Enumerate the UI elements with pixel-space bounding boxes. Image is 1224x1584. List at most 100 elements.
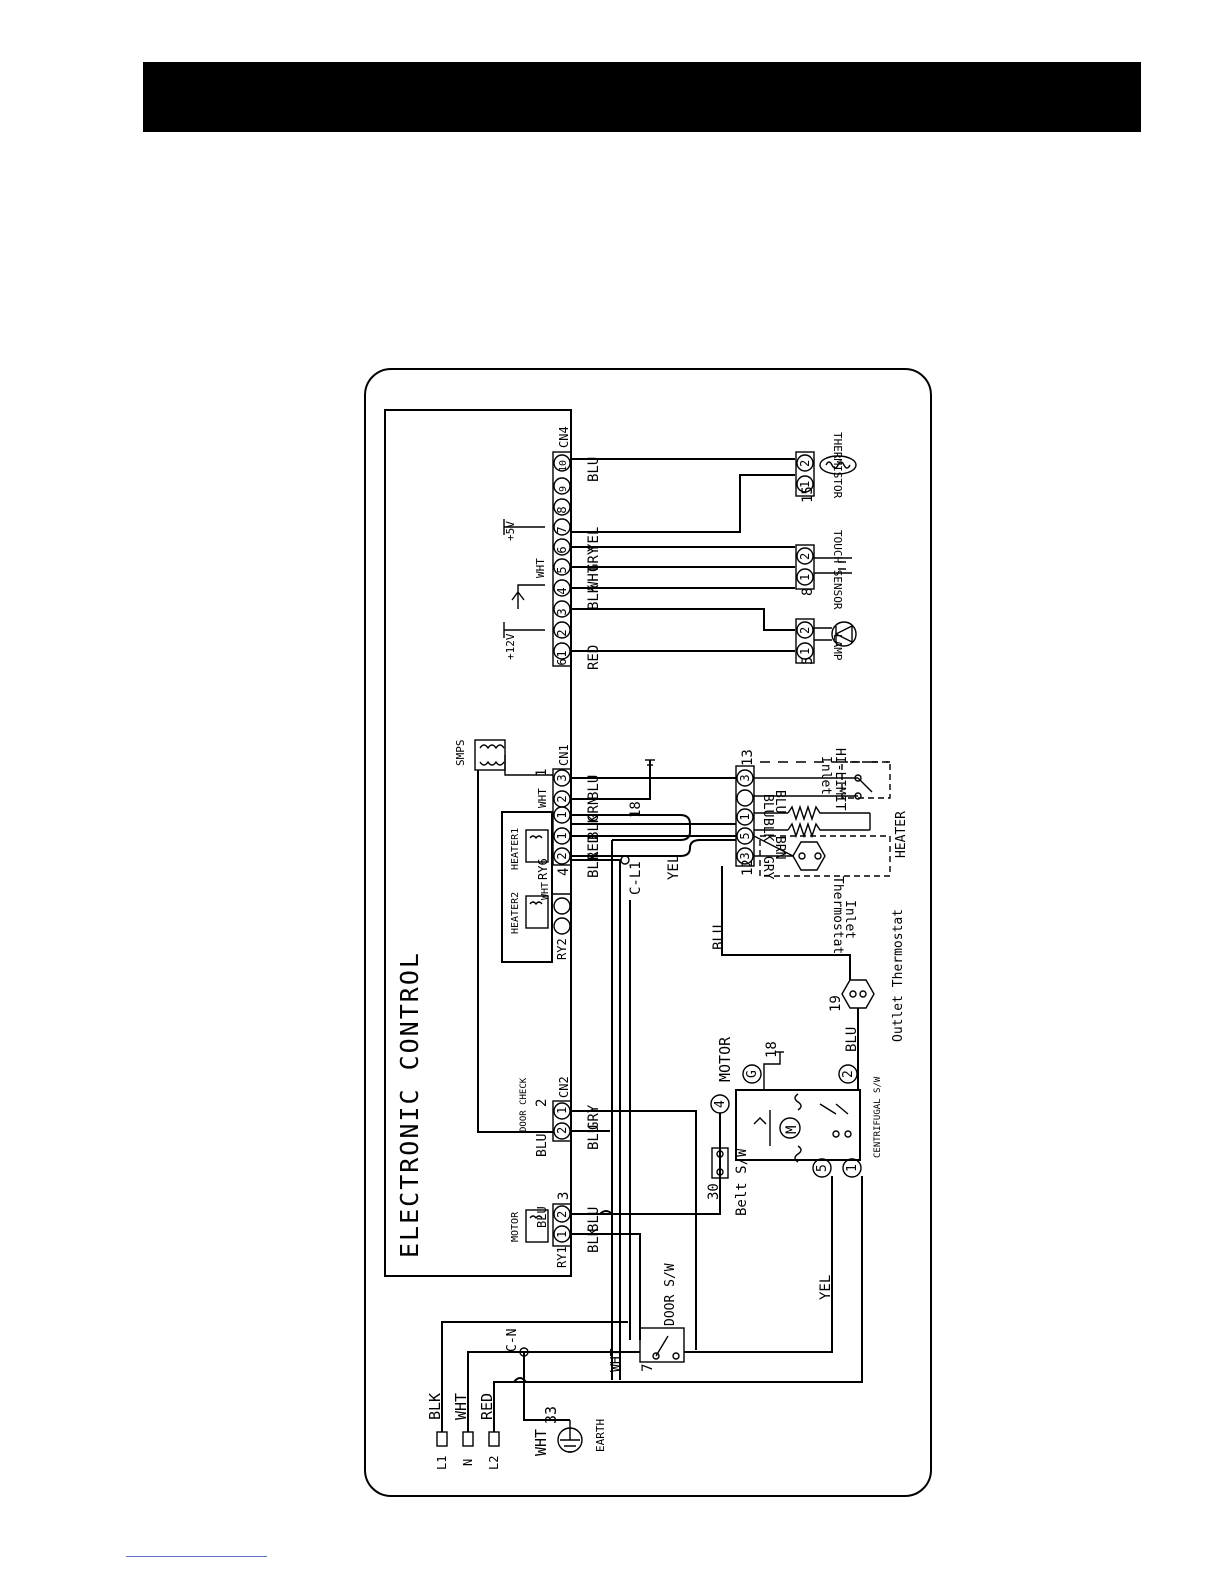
svg-text:2: 2 [798, 627, 812, 634]
mains-terminals [436, 1431, 500, 1447]
thermostat-inlet-label: Inlet [842, 900, 857, 939]
cn2-blu-side-label: BLU [535, 1134, 550, 1157]
heater-terminal-block: 3 5 1 3 13 12 [735, 749, 756, 876]
svg-text:2: 2 [555, 1127, 569, 1134]
thermistor-icon [819, 455, 857, 475]
wire-gry-label: GRY [586, 546, 602, 572]
earth-wht-label: WHT [532, 1429, 550, 1456]
svg-text:6: 6 [555, 658, 569, 665]
footer-link-underline [126, 1556, 267, 1557]
svg-text:4: 4 [555, 587, 569, 594]
motor-yel-label: YEL [818, 1275, 834, 1300]
svg-text:9: 9 [558, 486, 569, 492]
svg-text:DOOR S/W: DOOR S/W [663, 1263, 678, 1326]
svg-text:4: 4 [713, 1100, 728, 1108]
heater2-relay: HEATER2 [510, 892, 549, 934]
svg-text:3: 3 [555, 774, 569, 781]
thermistor-label: THERMISTOR [831, 432, 844, 499]
earth-icon [557, 1420, 583, 1453]
cn4-wht-label: WHT [534, 558, 547, 578]
svg-text:1: 1 [845, 1164, 860, 1172]
motor-block [735, 1089, 861, 1161]
svg-text:1: 1 [555, 832, 569, 839]
centrifugal-sw-label: CENTRIFUGAL S/W [873, 1076, 883, 1158]
svg-text:1: 1 [555, 650, 569, 657]
svg-text:5: 5 [738, 832, 752, 839]
ry1-wire-blk-label: BLK [586, 1227, 602, 1253]
door-switch: DOOR S/W 7 [639, 1263, 685, 1372]
inlet-thermostat [753, 835, 891, 877]
terminal-n-label: N [461, 1459, 475, 1466]
lamp-label: LAMP [831, 634, 844, 661]
diagram-frame [364, 368, 932, 1497]
outlet-19-label: 19 [828, 995, 844, 1012]
heater-label: HEATER [894, 811, 909, 858]
wire-red-label: RED [586, 645, 602, 670]
svg-text:2: 2 [555, 852, 569, 859]
earth-33-label: 33 [542, 1406, 560, 1424]
lamp-icon [814, 621, 857, 647]
cn1-grn-label: GRN [586, 797, 602, 822]
svg-text:1: 1 [798, 648, 812, 655]
h-gry-label: GRY [760, 856, 775, 880]
cn1-blk-label: BLK [586, 814, 602, 840]
touch-sensor-connector: 1 2 8 [795, 544, 816, 596]
svg-text:1: 1 [798, 481, 812, 488]
svg-text:MOTOR: MOTOR [510, 1211, 521, 1242]
cn1-blk2-label: BLK [586, 852, 602, 878]
ry6-wht-label: WHT [540, 882, 551, 900]
smps-block: SMPS [454, 739, 506, 771]
svg-text:2: 2 [798, 460, 812, 467]
wire-yel-label: YEL [586, 527, 602, 552]
terminal-l1-label: L1 [435, 1456, 449, 1470]
svg-text:2: 2 [555, 1211, 569, 1218]
thermostat-label: Thermostat [830, 876, 845, 954]
cn1-blu-label: BLU [586, 775, 602, 800]
svg-text:13: 13 [740, 749, 756, 766]
svg-text:1: 1 [555, 811, 569, 818]
svg-text:M: M [784, 1126, 800, 1134]
svg-text:5: 5 [800, 657, 816, 665]
svg-text:2: 2 [534, 1099, 550, 1107]
section-header-bar [143, 62, 1141, 132]
ground-18-label: 18 [628, 801, 644, 818]
heater-relay-box [501, 811, 553, 963]
motor-icon: M [753, 1093, 852, 1163]
motor-blu-label: BLU [844, 1027, 860, 1052]
v5-label: +5V [504, 521, 517, 541]
c-l1-label: C-L1 [628, 861, 644, 895]
cn2-connector: 2 1 CN2 2 [534, 1076, 572, 1142]
svg-text:1: 1 [555, 1231, 569, 1238]
outlet-thermostat-label: Outlet Thermostat [891, 909, 906, 1042]
motor-ground-label: 18 [764, 1041, 780, 1058]
svg-text:SMPS: SMPS [454, 740, 467, 767]
svg-text:12: 12 [740, 859, 756, 876]
motor-relay: 1 2 3 MOTOR RY1 BLU [510, 1192, 572, 1268]
svg-text:2: 2 [841, 1070, 856, 1078]
cn2-blu-label: BLU [586, 1125, 602, 1150]
svg-text:2: 2 [555, 795, 569, 802]
terminal-l2-label: L2 [487, 1456, 501, 1470]
mains-wht-label: WHT [452, 1393, 470, 1420]
cn4-connector: 6 1 2 3 4 5 6 7 8 9 10 CN4 [552, 426, 572, 667]
heater1-relay: HEATER1 [510, 828, 549, 870]
lamp-connector: 1 2 5 [795, 618, 816, 665]
svg-text:HEATER1: HEATER1 [510, 828, 521, 870]
h-brn-label: BRN [772, 836, 787, 859]
cn1-label: CN1 [557, 744, 571, 766]
belt-switch: 30 Belt S/W [706, 1113, 750, 1216]
svg-text:5: 5 [555, 566, 569, 573]
svg-text:2: 2 [555, 629, 569, 636]
cn1-red-label: RED [586, 835, 602, 860]
outlet-thermostat [841, 979, 875, 1009]
ry2-label: RY2 [555, 938, 569, 960]
h-blu-label: BLU [760, 794, 775, 817]
cn4-label: CN4 [557, 426, 571, 448]
svg-text:G: G [745, 1070, 760, 1078]
svg-text:3: 3 [555, 608, 569, 615]
c-n-label: C-N [505, 1329, 520, 1352]
mains-blk-label: BLK [426, 1393, 444, 1420]
svg-text:3: 3 [738, 774, 752, 781]
svg-text:30: 30 [706, 1183, 722, 1200]
